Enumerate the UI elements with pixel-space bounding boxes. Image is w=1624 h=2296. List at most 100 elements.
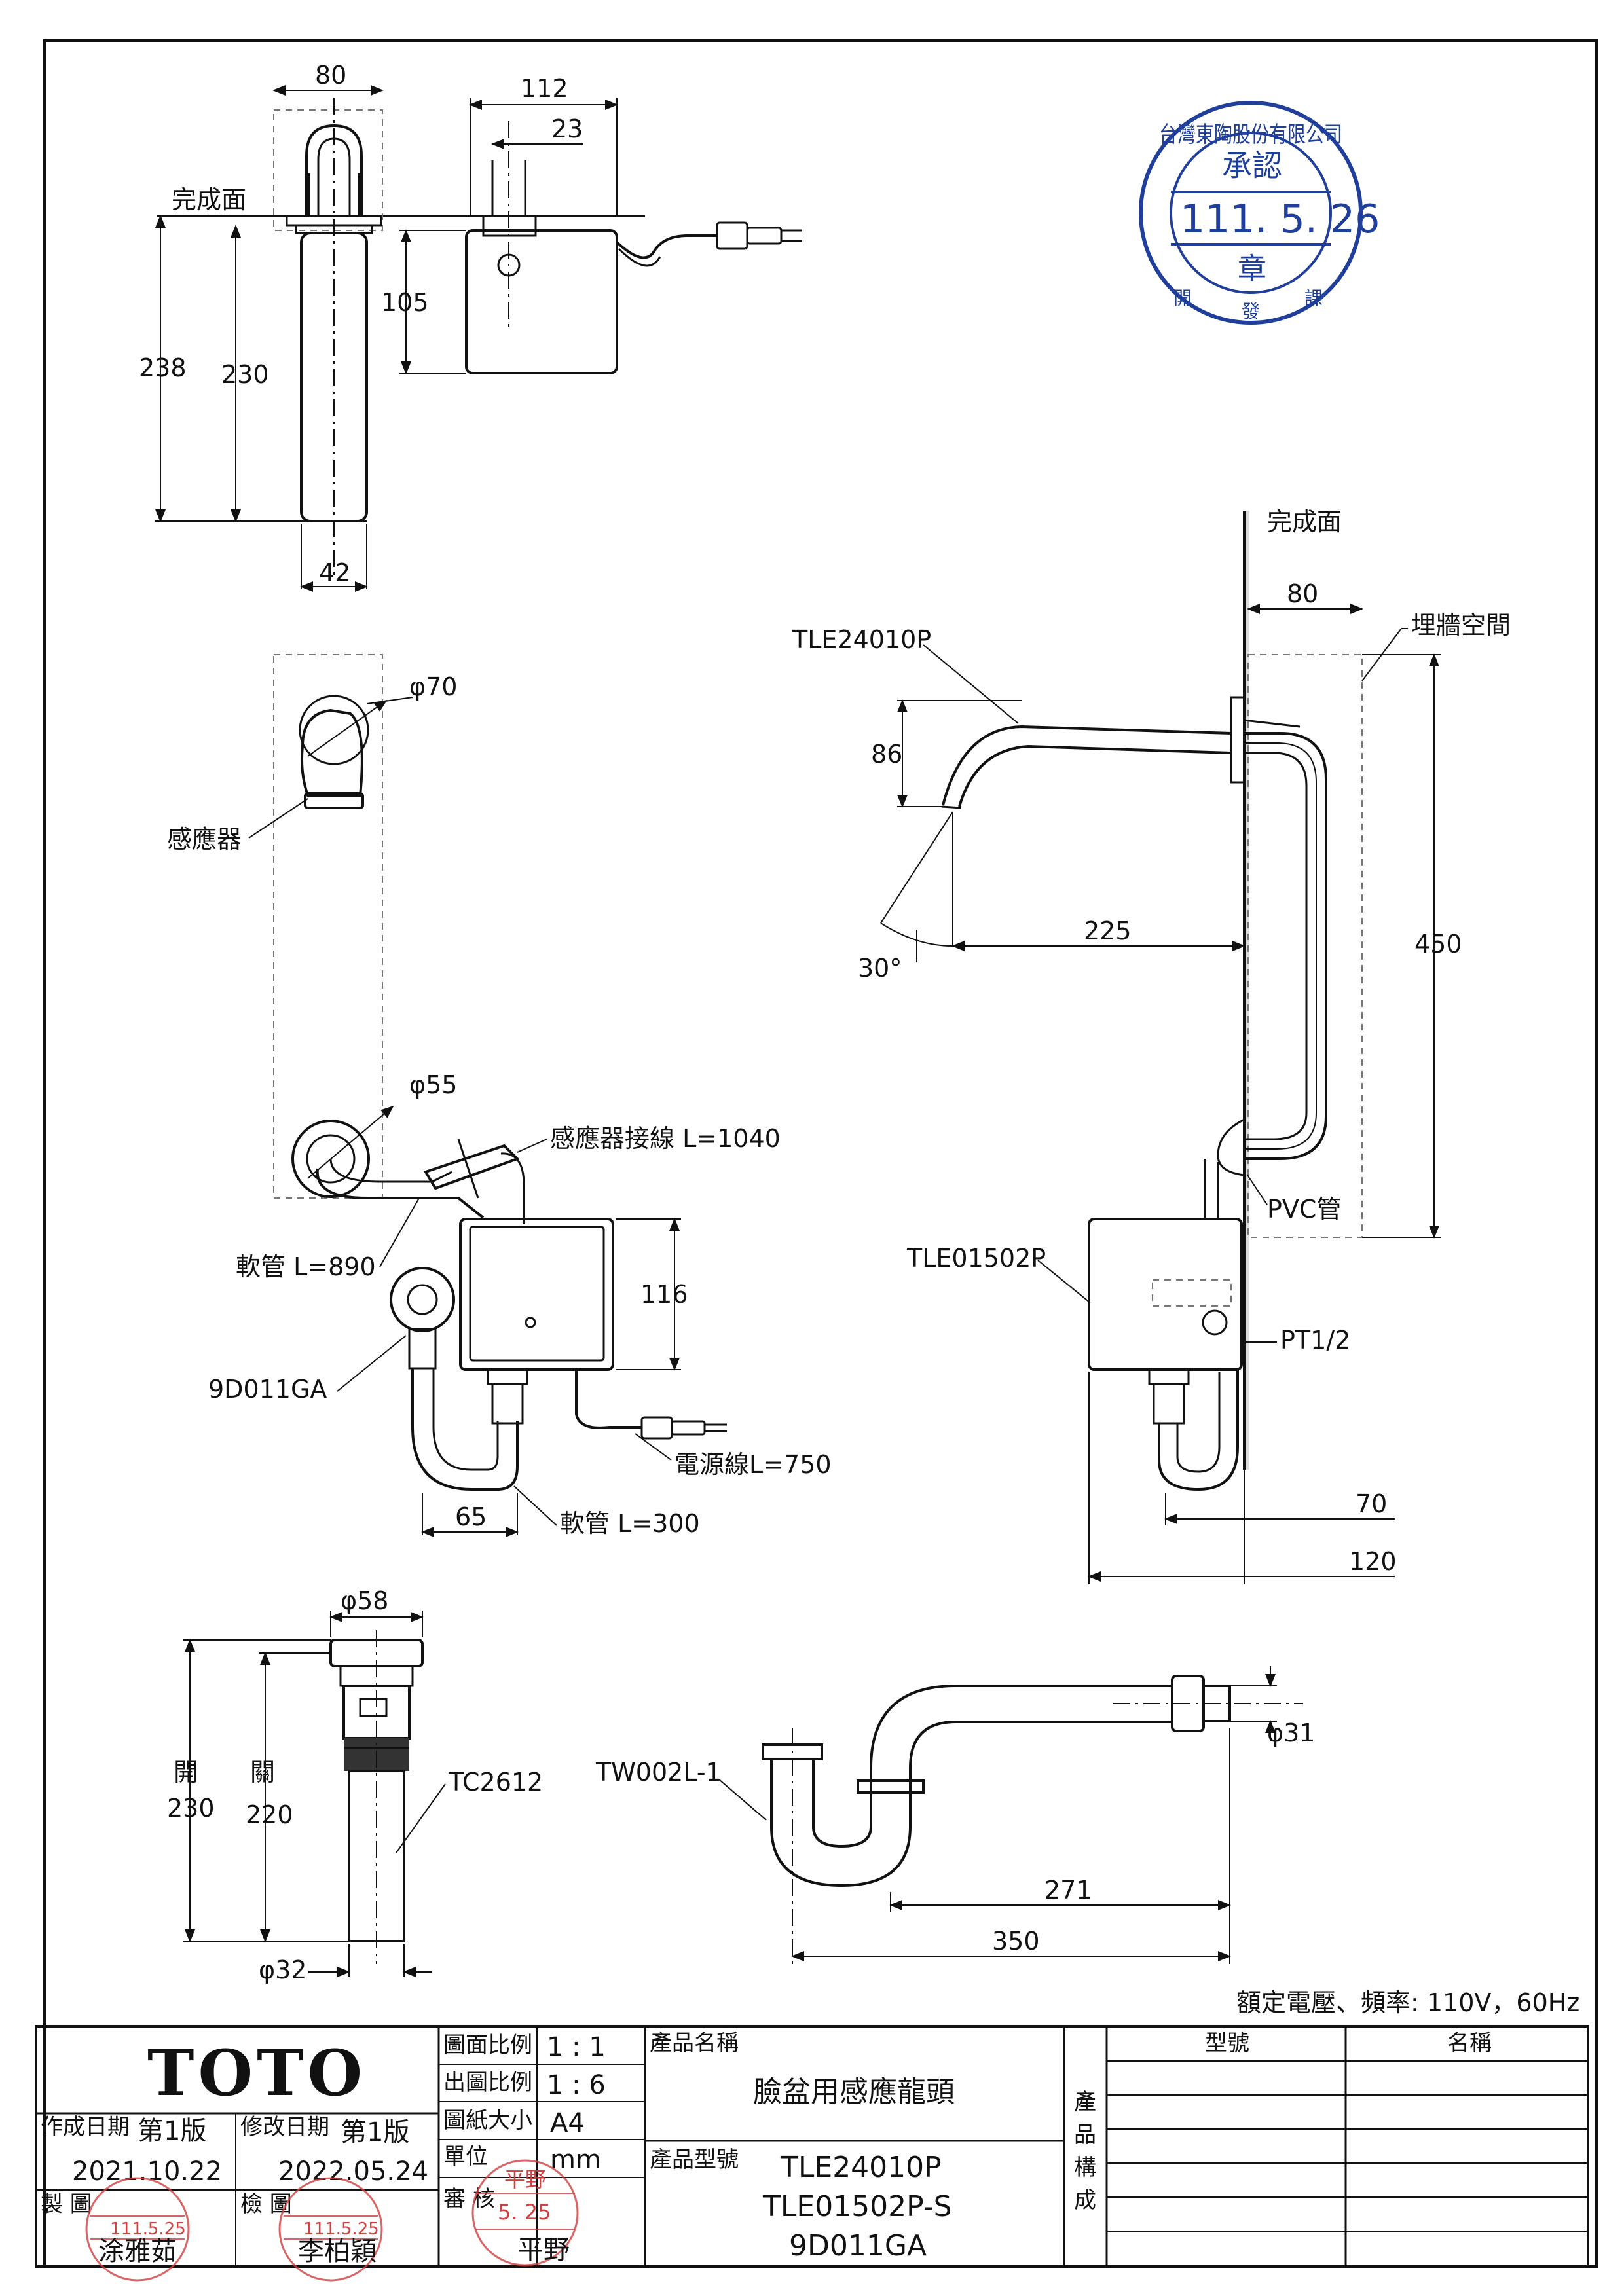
rated-voltage: 額定電壓、頻率: 110V，60Hz	[1236, 1988, 1579, 2017]
stamp-approve: 承認	[1222, 148, 1282, 183]
sheet-border	[43, 39, 1598, 2268]
created-edition: 第1版	[138, 2116, 206, 2146]
dim-42: 42	[319, 558, 350, 587]
dim-225: 225	[1084, 917, 1132, 945]
stamp-date: 111. 5. 26	[1180, 196, 1380, 242]
composition-char-3: 構	[1074, 2155, 1096, 2181]
product-model-3: 9D011GA	[789, 2229, 927, 2263]
sensor-label: 感應器	[167, 825, 242, 854]
drawn-label: 製 圖	[41, 2191, 92, 2217]
modified-edition: 第1版	[341, 2117, 409, 2147]
unit-label: 單位	[443, 2143, 488, 2170]
dim-30-deg: 30°	[858, 954, 902, 983]
reviewed-by: 平野	[517, 2235, 570, 2265]
review-stamp-name: 平野	[504, 2167, 546, 2192]
hose-300-label: 軟管 L=300	[560, 1509, 700, 1538]
power-cable-label: 電源線L=750	[674, 1450, 832, 1479]
dim-65: 65	[455, 1503, 487, 1531]
drawing-scale: 1 : 1	[547, 2032, 606, 2062]
composition-char-4: 成	[1074, 2187, 1096, 2214]
product-model-1: TLE24010P	[780, 2151, 942, 2184]
pvc-pipe-label: PVC管	[1267, 1195, 1341, 1224]
dim-close-a: 關	[250, 1758, 275, 1787]
drain-part-label: TC2612	[448, 1768, 543, 1796]
dim-phi58: φ58	[341, 1586, 388, 1615]
dim-105: 105	[381, 288, 429, 317]
dim-phi31: φ31	[1267, 1719, 1315, 1747]
dim-230-front: 230	[221, 360, 269, 389]
control-box-top-view: 112 23 105	[381, 74, 802, 374]
dim-350: 350	[992, 1927, 1040, 1956]
product-name: 臉盆用感應龍頭	[753, 2075, 955, 2109]
trap-part-label: TW002L-1	[595, 1758, 722, 1787]
dim-phi32: φ32	[259, 1956, 306, 1984]
review-label: 審 核	[443, 2186, 495, 2212]
composition-char-1: 產	[1074, 2089, 1096, 2115]
output-scale-label: 出圖比例	[443, 2069, 532, 2096]
spout-part-label: TLE24010P	[792, 625, 931, 654]
rear-view: φ70 感應器 φ55 感應器接線 L=1040 116 軟管 L=890	[167, 654, 832, 1538]
drawn-by: 涂雅茹	[98, 2236, 177, 2267]
dim-116: 116	[640, 1280, 688, 1309]
control-box-part-label: TLE01502P	[906, 1244, 1046, 1273]
dim-271: 271	[1044, 1876, 1092, 1904]
drawn-stamp-date: 111.5.25	[110, 2219, 186, 2239]
dim-238: 238	[139, 354, 187, 382]
side-view: 完成面 80 埋牆空間 PVC管 TLE24010P 86 3	[792, 507, 1511, 1584]
name-column-header: 名稱	[1447, 2030, 1492, 2056]
review-stamp: 5. 25 平野	[471, 2159, 579, 2267]
dim-23: 23	[551, 115, 583, 143]
title-block: TOTO 作成日期 第1版 2021.10.22 修改日期 第1版 2022.0…	[35, 2025, 1589, 2282]
finish-surface-side-label: 完成面	[1267, 507, 1342, 536]
valve-9d011ga-label: 9D011GA	[208, 1375, 327, 1404]
output-scale: 1 : 6	[547, 2070, 606, 2100]
drawing-scale-label: 圖面比例	[443, 2032, 532, 2058]
dim-side-80: 80	[1287, 579, 1318, 608]
review-stamp-date: 5. 25	[498, 2200, 551, 2225]
paper-size-label: 圖紙大小	[443, 2107, 532, 2134]
checked-by: 李柏穎	[298, 2236, 377, 2267]
dim-450: 450	[1414, 930, 1462, 958]
brand-logo: TOTO	[147, 2036, 366, 2110]
stamp-br: 課	[1304, 287, 1323, 309]
drawn-stamp: 111.5.25	[85, 2177, 190, 2282]
dim-open-a: 開	[174, 1758, 198, 1787]
product-name-label: 產品名稱	[650, 2030, 739, 2056]
p-trap-view: φ31 TW002L-1 271 350	[595, 1666, 1315, 1967]
checked-stamp-date: 111.5.25	[303, 2219, 379, 2239]
finish-surface-top-label: 完成面	[172, 185, 246, 214]
created-label: 作成日期	[41, 2114, 130, 2140]
product-model-label: 產品型號	[650, 2147, 739, 2173]
modified-date: 2022.05.24	[278, 2157, 428, 2187]
sensor-cable-label: 感應器接線 L=1040	[550, 1124, 781, 1153]
front-view: 完成面 80 238 230 42	[139, 61, 645, 592]
unit: mm	[550, 2145, 601, 2175]
stamp-bl: 開	[1173, 287, 1192, 309]
pt12-label: PT1/2	[1280, 1326, 1350, 1355]
modified-label: 修改日期	[240, 2114, 329, 2140]
dim-phi55: φ55	[409, 1070, 457, 1099]
embed-space-label: 埋牆空間	[1411, 611, 1511, 640]
composition-char-2: 品	[1074, 2122, 1096, 2148]
dim-70: 70	[1356, 1489, 1387, 1518]
dim-120: 120	[1349, 1547, 1397, 1576]
approval-stamp: 台灣東陶股份有限公司 承認 111. 5. 26 章 開 發 課	[1139, 101, 1380, 325]
checked-stamp: 111.5.25	[278, 2177, 383, 2282]
stamp-chapter: 章	[1238, 252, 1266, 285]
stamp-bm: 發	[1242, 301, 1260, 322]
checked-label: 檢 圖	[240, 2191, 292, 2217]
dim-112: 112	[521, 74, 568, 103]
paper-size: A4	[550, 2108, 585, 2138]
created-date: 2021.10.22	[72, 2157, 222, 2187]
hose-890-label: 軟管 L=890	[236, 1252, 376, 1281]
dim-phi70: φ70	[409, 672, 457, 701]
stamp-ring-text: 台灣東陶股份有限公司	[1159, 122, 1342, 148]
drain-view: φ58 開 230 關 220 φ32 TC2612	[167, 1586, 543, 1984]
model-column-header: 型號	[1205, 2030, 1249, 2056]
dim-open-b: 230	[167, 1794, 215, 1823]
dim-close-b: 220	[246, 1800, 293, 1829]
dim-86: 86	[871, 740, 902, 769]
dim-80-top: 80	[315, 61, 346, 90]
product-model-2: TLE01502P-S	[762, 2190, 952, 2223]
